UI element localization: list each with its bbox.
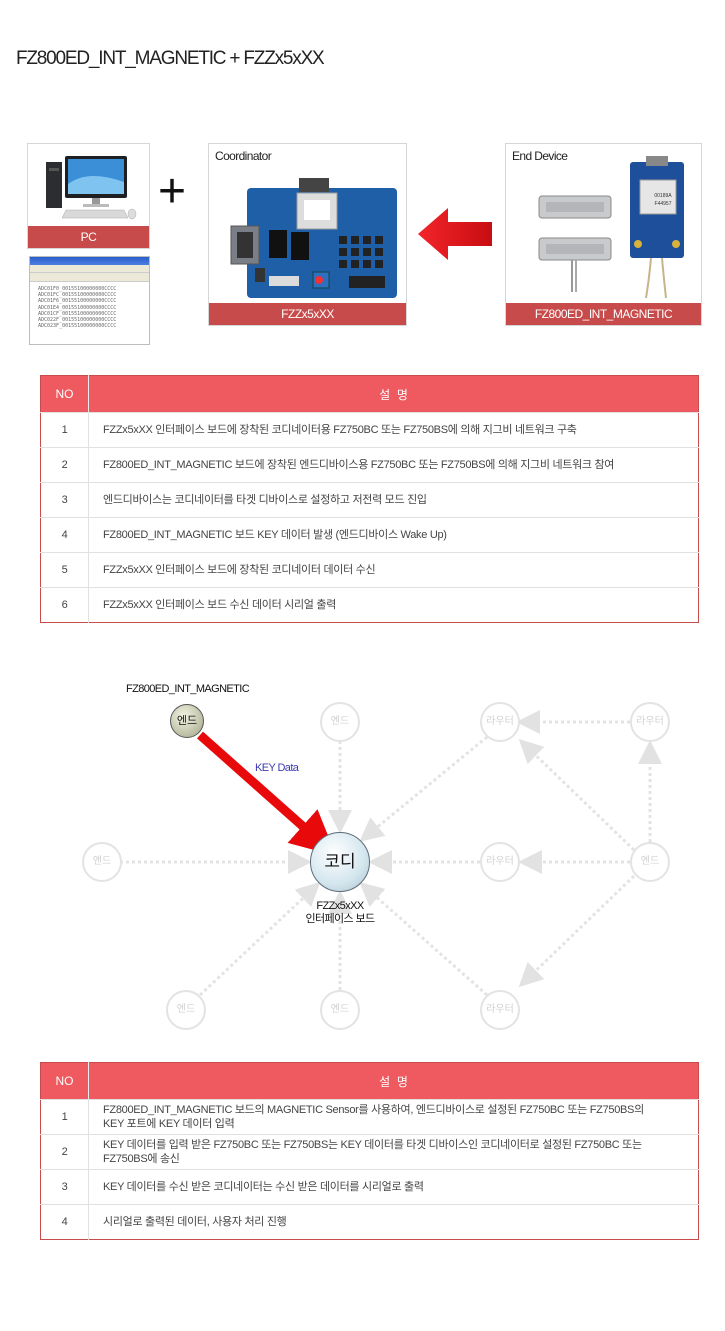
link [359,882,488,997]
row-text: 시리얼로 출력된 데이터, 사용자 처리 진행 [88,1204,699,1240]
row-text: FZZx5xXX 인터페이스 보드 수신 데이터 시리얼 출력 [88,587,699,623]
row-text: KEY 데이터를 입력 받은 FZ750BC 또는 FZ750BS는 KEY 데… [88,1134,699,1170]
chip-label-line: 00189A [654,193,672,199]
row-text: KEY 데이터를 수신 받은 코디네이터는 수신 받은 데이터를 시리얼로 출력 [88,1169,699,1205]
row-no: 4 [40,517,89,553]
arrow-left-icon [418,208,492,260]
row-no: 3 [40,482,89,518]
terminal-line: ADC01E4_00155100000000CCCC [38,304,117,311]
end-node: 엔드 [82,842,122,882]
network-links [120,710,662,997]
row-text-line: KEY 데이터를 입력 받은 FZ750BC 또는 FZ750BS는 KEY 데… [103,1139,642,1151]
serial-terminal-window: ADC01F0_00155100000000CCCC ADC01FC_00155… [29,256,150,345]
coordinator-label: FZZx5xXX [209,303,406,325]
end-node: 엔드 [630,842,670,882]
terminal-line: ADC023F_00155100000000CCCC [38,323,117,330]
router-node: 라우터 [630,702,670,742]
plus-icon: + [158,165,187,218]
page-title: FZ800ED_INT_MAGNETIC + FZZx5xXX [16,48,325,69]
terminal-titlebar [30,257,149,265]
row-no: 3 [40,1169,89,1205]
end-device-card: End Device 00189A F44957 FZ800ED_INT_MAG… [505,143,702,326]
terminal-toolbar [30,273,149,282]
terminal-line: ADC01CF_00155100000000CCCC [38,310,117,317]
row-no: 1 [40,412,89,448]
terminal-line: ADC01F6_00155100000000CCCC [38,298,117,305]
link [518,874,636,988]
table-header: NO 설 명 [40,1062,699,1100]
header-description: 설 명 [88,375,699,413]
table-row: 1 FZZx5xXX 인터페이스 보드에 장착된 코디네이터용 FZ750BC … [40,412,699,448]
chip-label: 00189A F44957 [645,192,681,208]
header-no: NO [40,1062,89,1100]
table-row: 6 FZZx5xXX 인터페이스 보드 수신 데이터 시리얼 출력 [40,587,699,623]
row-no: 2 [40,1134,89,1170]
terminal-line: ADC01FC_00155100000000CCCC [38,292,117,299]
row-no: 5 [40,552,89,588]
table-row: 5 FZZx5xXX 인터페이스 보드에 장착된 코디네이터 데이터 수신 [40,552,699,588]
link [359,735,488,842]
router-node: 라우터 [480,990,520,1030]
end-device-label: FZ800ED_INT_MAGNETIC [506,303,701,325]
row-text: 엔드디바이스는 코디네이터를 타겟 디바이스로 설정하고 저전력 모드 진입 [88,482,699,518]
row-text: FZ800ED_INT_MAGNETIC 보드 KEY 데이터 발생 (엔드디바… [88,517,699,553]
coordinator-node: 코디 [310,832,370,892]
description-table-1: NO 설 명 1 FZZx5xXX 인터페이스 보드에 장착된 코디네이터용 F… [40,375,699,623]
header-no: NO [40,375,89,413]
end-node: 엔드 [320,702,360,742]
key-data-arrow [197,731,337,856]
row-text-line: KEY 포트에 KEY 데이터 입력 [103,1118,235,1130]
row-no: 1 [40,1099,89,1135]
key-data-label: KEY Data [255,762,299,774]
end-node-active: 엔드 [170,704,204,738]
coordinator-card: Coordinator FZZx5xXX [208,143,407,326]
table-row: 3 KEY 데이터를 수신 받은 코디네이터는 수신 받은 데이터를 시리얼로 … [40,1169,699,1205]
table-row: 2 KEY 데이터를 입력 받은 FZ750BC 또는 FZ750BS는 KEY… [40,1134,699,1170]
end-device-title: End Device [512,149,568,163]
description-table-2: NO 설 명 1 FZ800ED_INT_MAGNETIC 보드의 MAGNET… [40,1062,699,1240]
row-no: 6 [40,587,89,623]
coordinator-title: Coordinator [215,149,272,163]
end-node: 엔드 [166,990,206,1030]
row-text: FZZx5xXX 인터페이스 보드에 장착된 코디네이터 데이터 수신 [88,552,699,588]
coordinator-board-image [230,178,397,298]
magnetic-sensor-image [538,156,684,299]
coordinator-caption-line1: FZZx5xXX [316,900,364,912]
row-text: FZ800ED_INT_MAGNETIC 보드에 장착된 엔드디바이스용 FZ7… [88,447,699,483]
table-row: 4 FZ800ED_INT_MAGNETIC 보드 KEY 데이터 발생 (엔드… [40,517,699,553]
row-text-line: FZ800ED_INT_MAGNETIC 보드의 MAGNETIC Sensor… [103,1104,644,1116]
row-text: FZZx5xXX 인터페이스 보드에 장착된 코디네이터용 FZ750BC 또는… [88,412,699,448]
coordinator-caption-line2: 인터페이스 보드 [305,913,375,925]
coordinator-caption: FZZx5xXX 인터페이스 보드 [300,900,380,926]
table-row: 2 FZ800ED_INT_MAGNETIC 보드에 장착된 엔드디바이스용 F… [40,447,699,483]
table-header: NO 설 명 [40,375,699,413]
row-text-line: FZ750BS에 송신 [103,1153,180,1165]
table-row: 3 엔드디바이스는 코디네이터를 타겟 디바이스로 설정하고 저전력 모드 진입 [40,482,699,518]
chip-label-line: F44957 [654,201,672,207]
row-no: 4 [40,1204,89,1240]
table-row: 4 시리얼로 출력된 데이터, 사용자 처리 진행 [40,1204,699,1240]
terminal-line: ADC022F_00155100000000CCCC [38,317,117,324]
pc-label: PC [28,226,149,248]
terminal-line: ADC01F0_00155100000000CCCC [38,286,117,292]
end-node: 엔드 [320,990,360,1030]
router-node: 라우터 [480,702,520,742]
link [198,881,321,997]
router-node: 라우터 [480,842,520,882]
terminal-output: ADC01F0_00155100000000CCCC ADC01FC_00155… [30,282,149,329]
terminal-menubar [30,265,149,273]
pc-image [46,156,137,220]
row-no: 2 [40,447,89,483]
table-row: 1 FZ800ED_INT_MAGNETIC 보드의 MAGNETIC Sens… [40,1099,699,1135]
link [518,738,636,852]
pc-card: PC [27,143,150,249]
device-name-label: FZ800ED_INT_MAGNETIC [126,683,250,695]
header-description: 설 명 [88,1062,699,1100]
row-text: FZ800ED_INT_MAGNETIC 보드의 MAGNETIC Sensor… [88,1099,699,1135]
